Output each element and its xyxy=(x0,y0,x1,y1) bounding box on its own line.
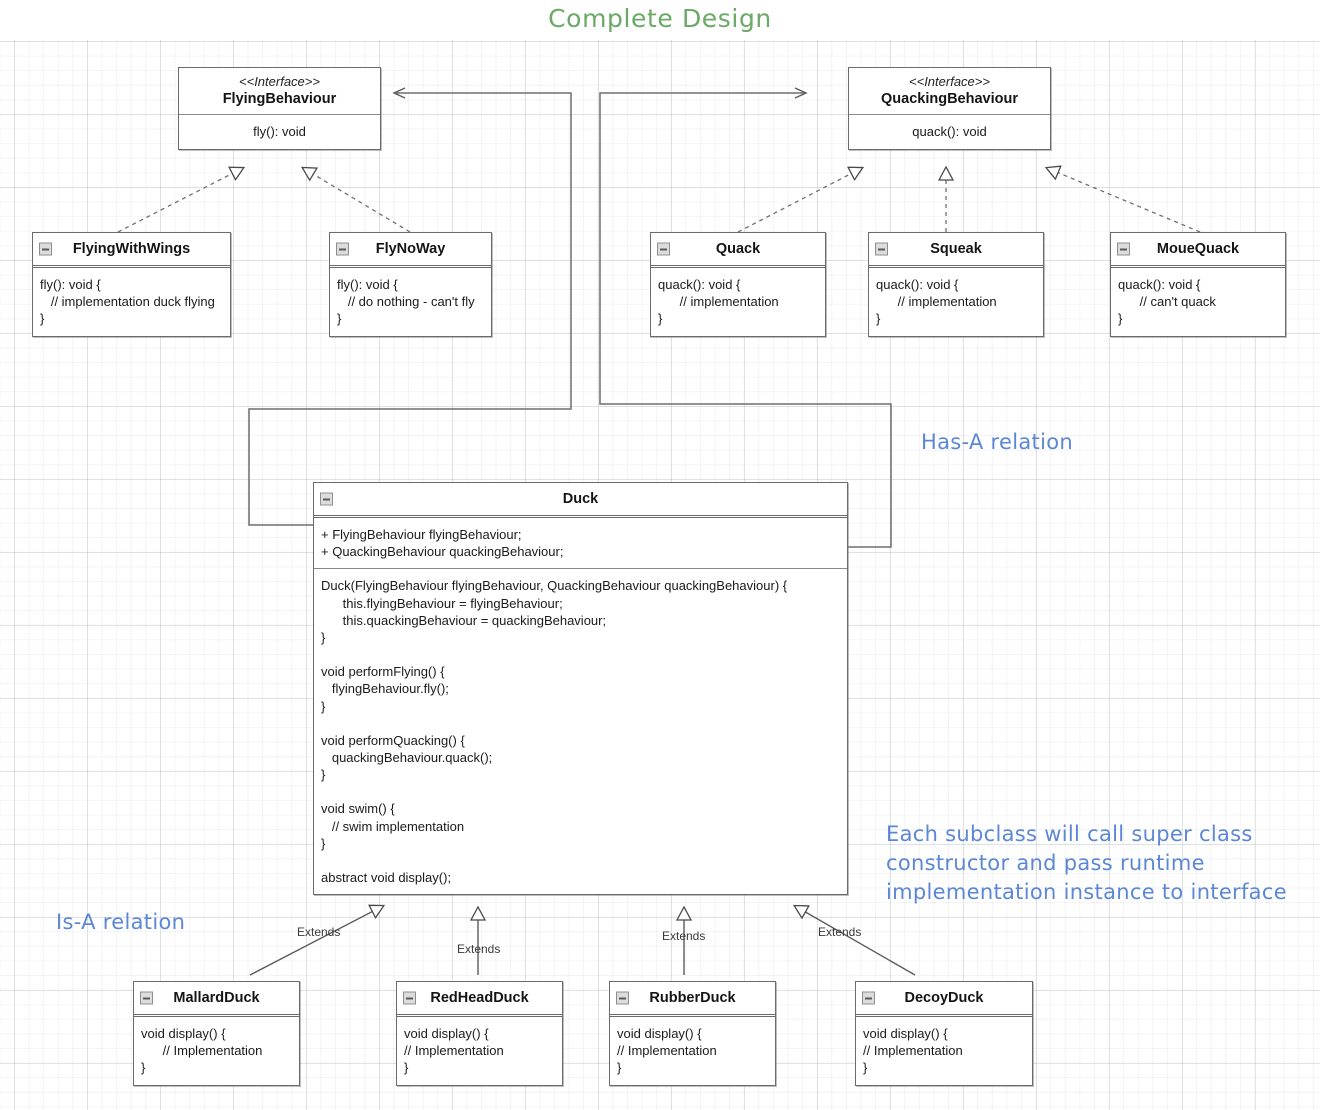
class-members: quack(): void xyxy=(912,124,987,140)
class-name: Squeak xyxy=(930,241,982,257)
realization-edges-quacking xyxy=(737,168,1201,233)
class-header: RubberDuck xyxy=(610,982,775,1018)
class-members: void display() { // Implementation } xyxy=(141,1026,263,1076)
class-members: void display() { // Implementation } xyxy=(863,1026,963,1076)
class-members: quack(): void { // can't quack } xyxy=(1118,277,1216,327)
class-members: void display() { // Implementation } xyxy=(617,1026,717,1076)
class-box-duck[interactable]: Duck + FlyingBehaviour flyingBehaviour; … xyxy=(313,482,848,896)
collapse-icon[interactable] xyxy=(657,242,670,256)
class-header: RedHeadDuck xyxy=(397,982,562,1018)
annotation-is-a-relation: Is-A relation xyxy=(56,910,186,934)
class-members: fly(): void { // implementation duck fly… xyxy=(40,277,215,327)
class-box-mallard-duck[interactable]: MallardDuck void display() { // Implemen… xyxy=(133,981,300,1086)
class-header: Duck xyxy=(314,483,847,519)
edge-label-extends-mallard: Extends xyxy=(297,925,341,939)
collapse-icon[interactable] xyxy=(320,492,333,506)
class-members: void display() { // Implementation } xyxy=(404,1026,504,1076)
edge-label-extends-decoy: Extends xyxy=(818,925,862,939)
collapse-icon[interactable] xyxy=(403,991,416,1005)
class-box-quack[interactable]: Quack quack(): void { // implementation … xyxy=(650,232,826,337)
class-box-rubber-duck[interactable]: RubberDuck void display() { // Implement… xyxy=(609,981,776,1086)
class-name: MoueQuack xyxy=(1156,241,1240,257)
page-title: Complete Design xyxy=(548,4,772,33)
class-name: Quack xyxy=(715,241,761,257)
class-box-moue-quack[interactable]: MoueQuack quack(): void { // can't quack… xyxy=(1110,232,1286,337)
class-box-quacking-behaviour[interactable]: <<Interface>> QuackingBehaviour quack():… xyxy=(848,67,1051,150)
class-header: MoueQuack xyxy=(1111,233,1285,269)
class-name: FlyNoWay xyxy=(375,241,446,257)
class-name: DecoyDuck xyxy=(904,990,984,1006)
class-box-decoy-duck[interactable]: DecoyDuck void display() { // Implementa… xyxy=(855,981,1033,1086)
class-box-flying-with-wings[interactable]: FlyingWithWings fly(): void { // impleme… xyxy=(32,232,231,337)
collapse-icon[interactable] xyxy=(862,991,875,1005)
class-name: FlyingBehaviour xyxy=(222,91,337,108)
class-box-flying-behaviour[interactable]: <<Interface>> FlyingBehaviour fly(): voi… xyxy=(178,67,381,150)
class-name: MallardDuck xyxy=(173,990,260,1006)
class-box-squeak[interactable]: Squeak quack(): void { // implementation… xyxy=(868,232,1044,337)
class-header: FlyingWithWings xyxy=(33,233,230,269)
class-header: MallardDuck xyxy=(134,982,299,1018)
collapse-icon[interactable] xyxy=(336,242,349,256)
class-name: RubberDuck xyxy=(649,990,736,1006)
collapse-icon[interactable] xyxy=(140,991,153,1005)
collapse-icon[interactable] xyxy=(1117,242,1130,256)
class-header: Quack xyxy=(651,233,825,269)
class-header: DecoyDuck xyxy=(856,982,1032,1018)
class-box-red-head-duck[interactable]: RedHeadDuck void display() { // Implemen… xyxy=(396,981,563,1086)
class-header: <<Interface>> QuackingBehaviour xyxy=(849,68,1050,116)
annotation-subclass-note: Each subclass will call super class cons… xyxy=(886,822,1287,904)
class-header: Squeak xyxy=(869,233,1043,269)
collapse-icon[interactable] xyxy=(875,242,888,256)
stereotype-label: <<Interface>> xyxy=(909,74,990,89)
collapse-icon[interactable] xyxy=(616,991,629,1005)
generalization-edges xyxy=(249,906,916,976)
class-members: fly(): void { // do nothing - can't fly … xyxy=(337,277,475,327)
stereotype-label: <<Interface>> xyxy=(239,74,320,89)
class-members: quack(): void { // implementation } xyxy=(658,277,779,327)
annotation-has-a-relation: Has-A relation xyxy=(921,430,1073,454)
class-name: RedHeadDuck xyxy=(430,990,529,1006)
class-members: fly(): void xyxy=(253,124,306,140)
class-members: quack(): void { // implementation } xyxy=(876,277,997,327)
class-header: FlyNoWay xyxy=(330,233,491,269)
class-methods: Duck(FlyingBehaviour flyingBehaviour, Qu… xyxy=(314,568,847,894)
edge-label-extends-rubber: Extends xyxy=(662,929,706,943)
class-name: FlyingWithWings xyxy=(72,241,191,257)
edge-label-extends-redhead: Extends xyxy=(457,942,501,956)
class-name: Duck xyxy=(562,491,599,507)
class-box-fly-no-way[interactable]: FlyNoWay fly(): void { // do nothing - c… xyxy=(329,232,492,337)
class-name: QuackingBehaviour xyxy=(881,91,1018,108)
class-header: <<Interface>> FlyingBehaviour xyxy=(179,68,380,116)
realization-edges-flying xyxy=(117,168,411,233)
collapse-icon[interactable] xyxy=(39,242,52,256)
class-fields: + FlyingBehaviour flyingBehaviour; + Qua… xyxy=(321,527,564,560)
